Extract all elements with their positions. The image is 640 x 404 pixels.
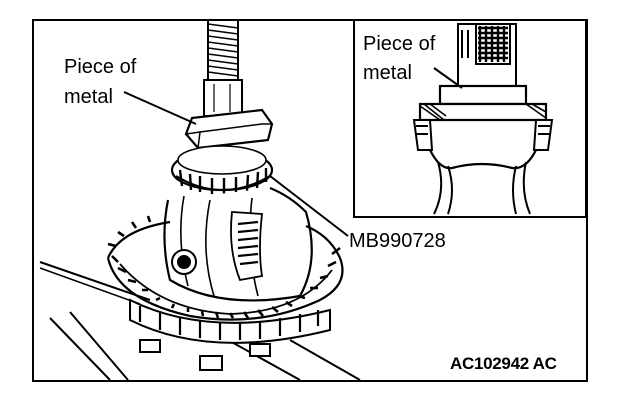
- piece-of-metal-label-line1: Piece of: [64, 56, 137, 78]
- piece-of-metal-label-line2: metal: [64, 86, 113, 108]
- main-illustration: [39, 19, 361, 381]
- tool-number-label: MB990728: [349, 230, 446, 252]
- figure-code-label: AC102942 AC: [450, 354, 557, 373]
- threaded-rod: [207, 19, 239, 81]
- inset-illustration: [353, 19, 587, 218]
- inset-piece-of-metal-label-line1: Piece of: [363, 33, 436, 55]
- inset-piece-of-metal-label-line2: metal: [363, 62, 412, 84]
- ring-gear: [106, 215, 344, 344]
